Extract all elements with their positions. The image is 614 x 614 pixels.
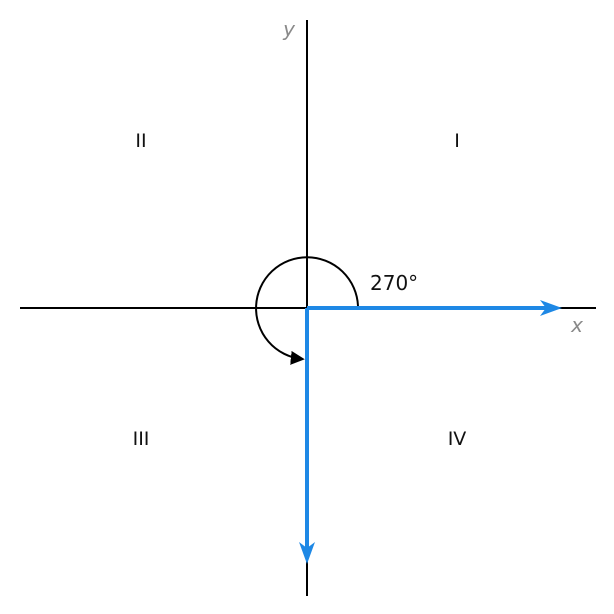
quadrant-label-iv: IV <box>448 428 467 450</box>
x-axis-label: x <box>570 313 583 337</box>
initial-side-arrowhead <box>540 300 562 316</box>
angle-label: 270° <box>370 271 418 295</box>
quadrant-label-ii: II <box>135 130 146 152</box>
terminal-side-arrowhead <box>299 542 315 564</box>
y-axis-label: y <box>282 17 296 41</box>
quadrant-label-i: I <box>454 130 460 152</box>
rotation-arc <box>255 256 359 365</box>
quadrant-label-iii: III <box>133 428 150 450</box>
